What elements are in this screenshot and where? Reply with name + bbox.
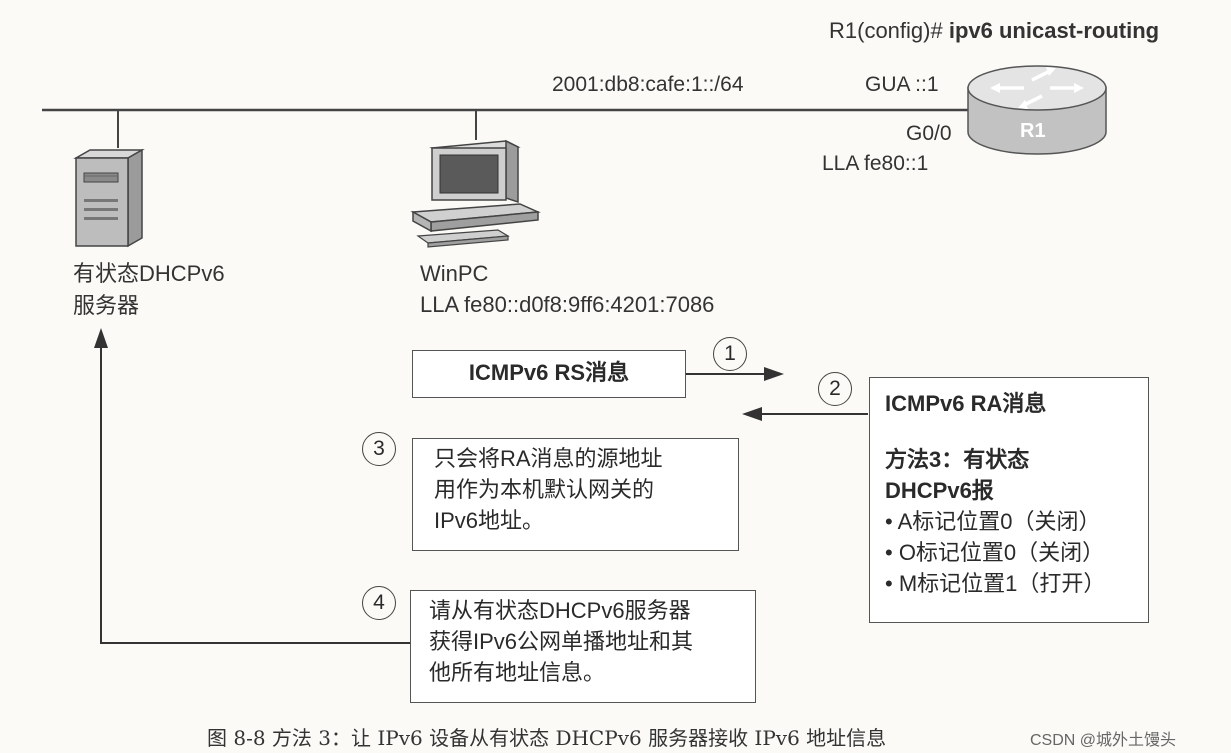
server-icon	[73, 148, 145, 248]
ra-flag-o: • O标记位置0（关闭）	[885, 540, 1105, 565]
pc-icon	[410, 139, 541, 248]
rs-message-label: ICMPv6 RS消息	[468, 360, 630, 385]
server-label-line1: 有状态DHCPv6	[73, 261, 225, 286]
gateway-note-line1: 只会将RA消息的源地址	[434, 446, 663, 471]
ra-method-line2: DHCPv6报	[885, 478, 994, 503]
command-text: ipv6 unicast-routing	[948, 18, 1160, 43]
router-icon	[967, 65, 1107, 155]
router-lla: LLA fe80::1	[822, 152, 929, 175]
dhcp-request-box: 请从有状态DHCPv6服务器 获得IPv6公网单播地址和其 他所有地址信息。	[410, 590, 756, 703]
router-name: R1	[1020, 120, 1046, 142]
server-label-line2: 服务器	[73, 293, 140, 318]
step-3-marker: 3	[362, 432, 396, 466]
pc-name: WinPC	[420, 261, 489, 286]
ra-method-line1: 方法3：有状态	[885, 447, 1030, 472]
network-prefix: 2001:db8:cafe:1::/64	[552, 73, 744, 96]
step-4-marker: 4	[362, 586, 396, 620]
dhcp-request-arrow	[100, 346, 410, 644]
ra-flag-a: • A标记位置0（关闭）	[885, 509, 1101, 534]
figure-caption: 图 8-8 方法 3：让 IPv6 设备从有状态 DHCPv6 服务器接收 IP…	[207, 726, 887, 750]
ra-message-box: ICMPv6 RA消息 方法3：有状态 DHCPv6报 • A标记位置0（关闭）…	[869, 377, 1149, 623]
router-gua: GUA ::1	[865, 73, 939, 96]
dhcp-request-line1: 请从有状态DHCPv6服务器	[429, 598, 691, 623]
ra-flag-m: • M标记位置1（打开）	[885, 571, 1106, 596]
step-2-marker: 2	[818, 372, 852, 406]
gateway-note-line2: 用作为本机默认网关的	[434, 477, 655, 502]
command-prompt: R1(config)#	[829, 18, 949, 43]
gateway-note-line3: IPv6地址。	[434, 508, 545, 533]
router-interface: G0/0	[906, 122, 952, 145]
dhcp-request-line3: 他所有地址信息。	[429, 660, 606, 685]
gateway-note-box: 只会将RA消息的源地址 用作为本机默认网关的 IPv6地址。	[412, 438, 739, 551]
ra-message-title: ICMPv6 RA消息	[885, 391, 1047, 416]
rs-message-box: ICMPv6 RS消息	[412, 350, 686, 398]
watermark: CSDN @城外土馒头	[1030, 732, 1177, 749]
dhcp-request-line2: 获得IPv6公网单播地址和其	[429, 629, 694, 654]
router-command: R1(config)# ipv6 unicast-routing	[829, 18, 1159, 44]
step-1-marker: 1	[713, 337, 747, 371]
pc-lla: LLA fe80::d0f8:9ff6:4201:7086	[420, 292, 715, 317]
